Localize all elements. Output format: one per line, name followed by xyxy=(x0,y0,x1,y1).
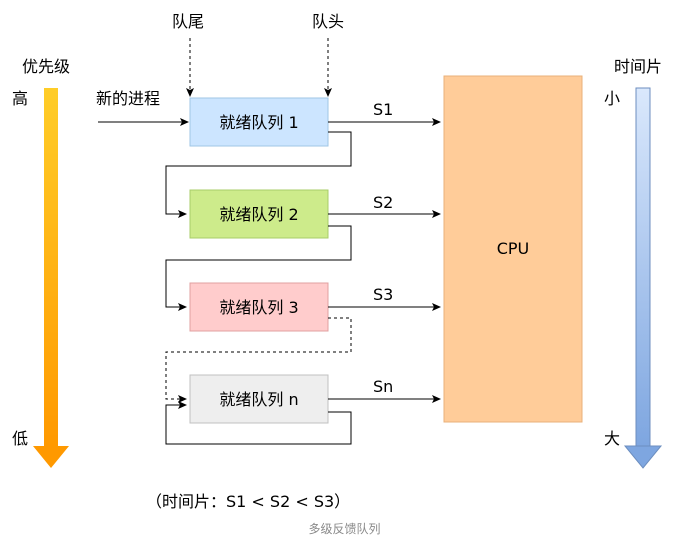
priority-label: 优先级 xyxy=(22,57,70,76)
sn-label: Sn xyxy=(373,377,393,396)
queue-n: 就绪队列 n xyxy=(189,374,329,424)
timeslice-note: （时间片：S1 < S2 < S3） xyxy=(146,492,351,511)
queue-head-label: 队头 xyxy=(312,12,344,31)
demote-2-to-3 xyxy=(165,225,352,311)
priority-arrow xyxy=(33,88,69,468)
priority-high-label: 高 xyxy=(12,89,28,108)
queue-3: 就绪队列 3 xyxy=(189,282,329,332)
queue-tail-label: 队尾 xyxy=(172,12,204,31)
new-process-label: 新的进程 xyxy=(96,89,160,108)
queue-n-box xyxy=(189,374,329,424)
queue-2: 就绪队列 2 xyxy=(189,189,329,239)
queue-1-box xyxy=(189,97,329,147)
queue-n-loop xyxy=(165,401,352,445)
demote-3-to-n xyxy=(165,317,352,403)
timeslice-label: 时间片 xyxy=(614,57,662,76)
queue-2-label: 就绪队列 2 xyxy=(219,205,298,224)
timeslice-arrow xyxy=(623,87,663,469)
timeslice-small-label: 小 xyxy=(604,89,620,108)
s3-label: S3 xyxy=(373,285,393,304)
s2-label: S2 xyxy=(373,193,393,212)
queue-3-label: 就绪队列 3 xyxy=(219,298,298,317)
queue-n-label: 就绪队列 n xyxy=(219,390,298,409)
timeslice-big-label: 大 xyxy=(604,429,620,448)
demote-1-to-2 xyxy=(165,131,352,218)
queue-1: 就绪队列 1 xyxy=(189,97,329,147)
cpu-label: CPU xyxy=(497,239,530,258)
s1-label: S1 xyxy=(373,100,393,119)
priority-low-label: 低 xyxy=(12,429,28,448)
cpu-box xyxy=(443,75,583,423)
figure-caption: 多级反馈队列 xyxy=(308,522,381,536)
queue-1-label: 就绪队列 1 xyxy=(219,113,298,132)
